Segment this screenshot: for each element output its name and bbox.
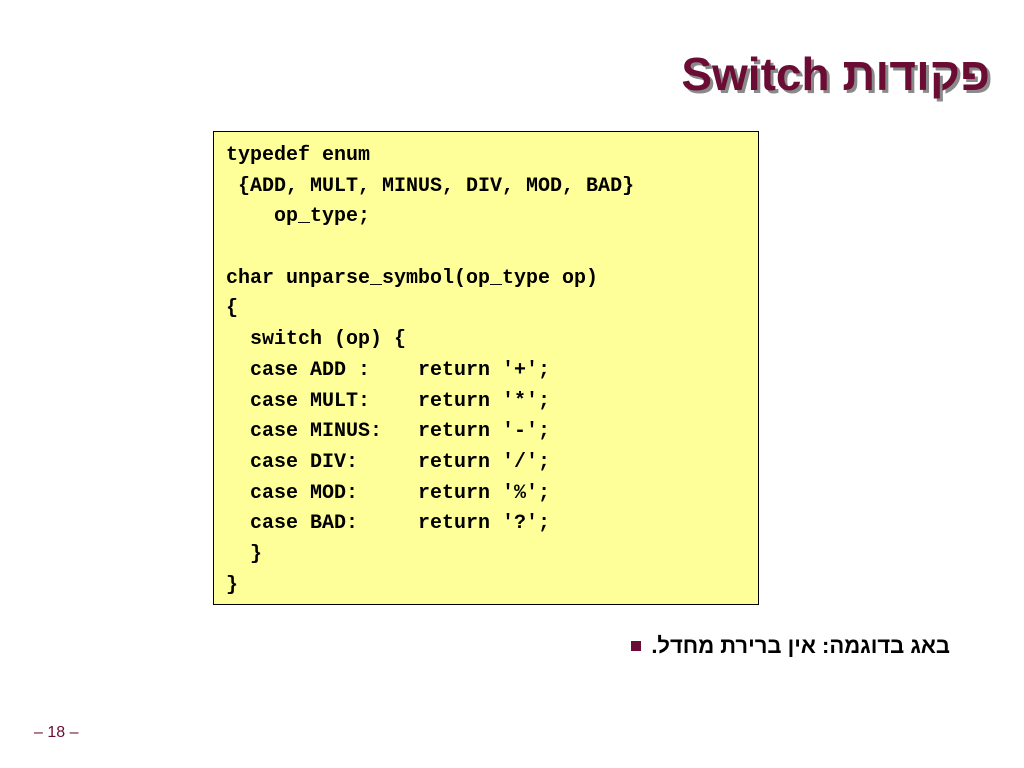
code-line: case BAD: return '?'; [226,512,551,536]
code-line: typedef enum [226,144,371,167]
code-line: case MOD: return '%'; [226,481,551,505]
bullet-text: באג בדוגמה: אין ברירת מחדל. [651,633,950,658]
code-line: case MULT: return '*'; [226,389,551,413]
square-bullet-icon [631,641,642,651]
code-line: op_type; [226,205,371,229]
code-line [226,233,758,264]
code-line: } [226,542,263,566]
code-line: { [226,297,239,321]
code-line: case ADD : return '+'; [226,358,551,382]
code-line: switch (op) { [226,328,407,352]
slide-title: פקודות Switch [681,48,990,100]
code-line: } [226,573,239,597]
code-line: case MINUS: return '-'; [226,420,551,444]
bullet-item: באג בדוגמה: אין ברירת מחדל. [631,633,950,659]
code-block: typedef enum {ADD, MULT, MINUS, DIV, MOD… [213,131,759,605]
code-line: {ADD, MULT, MINUS, DIV, MOD, BAD} [226,174,635,198]
code-line: case DIV: return '/'; [226,450,551,474]
slide-number: – 18 – [34,724,79,741]
code-line: char unparse_symbol(op_type op) [226,266,599,290]
